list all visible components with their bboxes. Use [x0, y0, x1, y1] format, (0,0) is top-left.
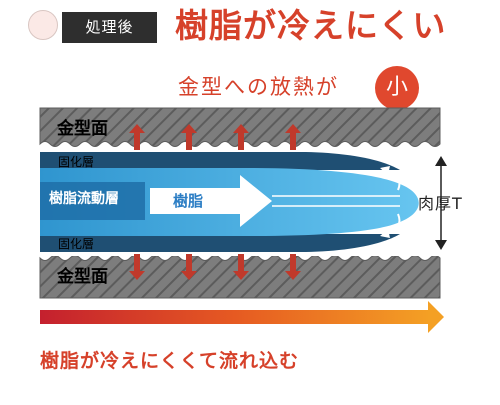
mold-top-label: 金型面 — [56, 118, 108, 139]
flow-arrow — [150, 175, 272, 227]
header-circle — [28, 10, 58, 40]
status-badge: 処理後 — [62, 12, 157, 43]
heat-arrow-down — [129, 254, 145, 280]
heat-arrow-up — [129, 124, 145, 150]
resin-label: 樹脂 — [173, 192, 204, 210]
fountain-arrow-bottom-head — [380, 229, 390, 238]
heat-level-badge: 小 — [375, 66, 419, 110]
page-title: 樹脂が冷えにくい — [175, 6, 447, 45]
solid-layer-top — [40, 152, 400, 170]
thickness-label: 肉厚T — [418, 194, 463, 213]
heat-arrows-bottom — [129, 254, 301, 280]
fountain-arrow-top-head — [380, 166, 390, 175]
heat-dissipation-label: 金型への放熱が — [178, 75, 339, 99]
flow-layer-label: 樹脂流動層 — [49, 191, 119, 207]
flow-gradient-bar — [40, 310, 430, 324]
flow-gradient-arrow-head — [428, 301, 444, 333]
solid-layer-bottom-label: 固化層 — [58, 237, 94, 251]
heat-arrows-top — [129, 124, 301, 150]
heat-arrow-up — [181, 124, 197, 150]
heat-arrow-down — [285, 254, 301, 280]
heat-arrow-down — [181, 254, 197, 280]
thickness-arrow-bottom — [435, 240, 447, 250]
solid-layer-top-label: 固化層 — [58, 155, 94, 169]
mold-bottom-label: 金型面 — [56, 266, 108, 287]
flow-layer-band — [40, 182, 145, 220]
thickness-arrow-top — [435, 156, 447, 166]
heat-arrow-up — [233, 124, 249, 150]
heat-arrow-up — [285, 124, 301, 150]
heat-arrow-down — [233, 254, 249, 280]
caption: 樹脂が冷えにくくて流れ込む — [40, 350, 300, 372]
solid-layer-bottom — [40, 234, 400, 252]
